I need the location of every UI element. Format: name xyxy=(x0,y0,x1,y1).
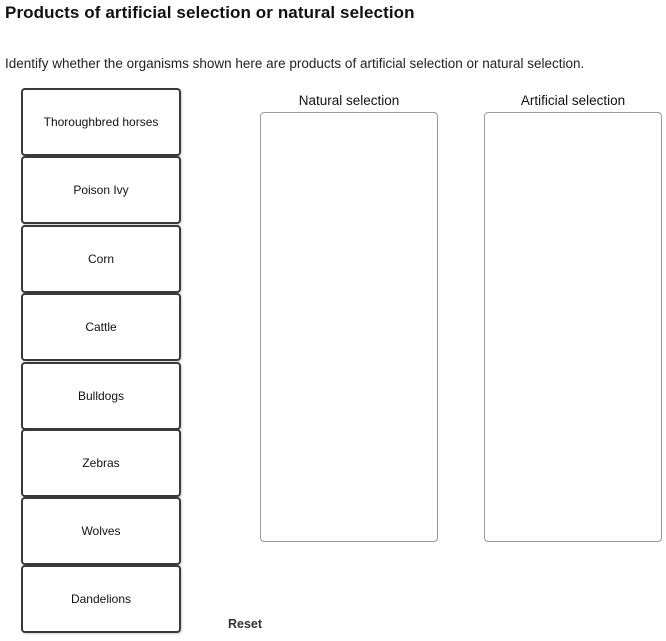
draggable-item-label: Thoroughbred horses xyxy=(43,115,159,129)
draggable-item-dandelions[interactable]: Dandelions xyxy=(21,565,181,633)
reset-button[interactable]: Reset xyxy=(228,617,263,631)
natural-selection-dropzone[interactable] xyxy=(260,112,438,542)
draggable-item-label: Zebras xyxy=(82,456,120,470)
natural-selection-header: Natural selection xyxy=(298,93,400,108)
draggable-item-poison-ivy[interactable]: Poison Ivy xyxy=(21,156,181,224)
draggable-item-label: Bulldogs xyxy=(77,389,125,403)
draggable-item-label: Poison Ivy xyxy=(73,183,129,197)
draggable-item-wolves[interactable]: Wolves xyxy=(21,497,181,565)
draggable-item-label: Dandelions xyxy=(70,592,132,606)
artificial-selection-header: Artificial selection xyxy=(520,93,626,108)
draggable-item-zebras[interactable]: Zebras xyxy=(21,429,181,497)
draggable-item-label: Corn xyxy=(87,252,114,266)
page-title: Products of artificial selection or natu… xyxy=(5,3,415,22)
draggable-item-bulldogs[interactable]: Bulldogs xyxy=(21,362,181,430)
draggable-item-cattle[interactable]: Cattle xyxy=(21,293,181,361)
draggable-item-thoroughbred-horses[interactable]: Thoroughbred horses xyxy=(21,88,181,156)
draggable-item-label: Cattle xyxy=(85,320,117,334)
artificial-selection-dropzone[interactable] xyxy=(484,112,662,542)
instructions-text: Identify whether the organisms shown her… xyxy=(5,56,585,71)
draggable-item-label: Wolves xyxy=(81,524,121,538)
draggable-item-corn[interactable]: Corn xyxy=(21,225,181,293)
